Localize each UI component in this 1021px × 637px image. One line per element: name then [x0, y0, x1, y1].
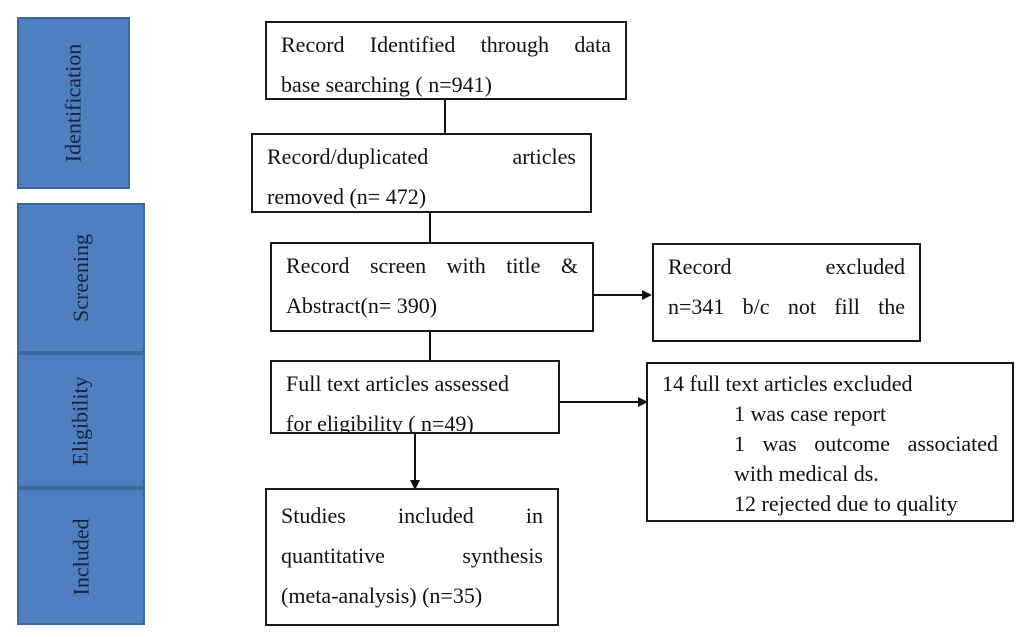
- word: Record/duplicated: [267, 144, 429, 169]
- box-studies-included-line3: (meta-analysis) (n=35): [281, 583, 483, 608]
- word: n=341: [668, 294, 725, 319]
- phase-identification: Identification: [17, 17, 130, 189]
- box-records-screened: Record screen with title & Abstract(n= 3…: [270, 242, 594, 332]
- word: quantitative: [281, 543, 385, 568]
- box-studies-included-line2: quantitative synthesis: [281, 536, 543, 576]
- word: b/c: [742, 294, 770, 319]
- word: synthesis: [462, 543, 543, 568]
- box-records-excluded-line1: Record excluded: [668, 247, 905, 287]
- word: was: [762, 431, 797, 456]
- word: through: [480, 32, 550, 57]
- box-full-text-assessed-line1: Full text articles assessed: [286, 371, 510, 396]
- word: included: [397, 503, 474, 528]
- word: Record: [668, 254, 732, 279]
- box-full-text-assessed-line2: for eligibility ( n=49): [286, 411, 474, 434]
- box-records-screened-line2: Abstract(n= 390): [286, 293, 438, 318]
- box-records-identified-line2: base searching ( n=941): [281, 72, 492, 97]
- phase-eligibility: Eligibility: [17, 353, 145, 488]
- box-duplicates-removed-line2: removed (n= 472): [267, 184, 427, 209]
- box-full-text-excluded-item3: 12 rejected due to quality: [734, 491, 958, 516]
- word: with: [446, 253, 486, 278]
- box-duplicates-removed-line1: Record/duplicated articles: [267, 137, 576, 177]
- box-records-identified: Record Identified through data base sear…: [265, 21, 627, 100]
- word: in: [525, 503, 543, 528]
- word: 1: [734, 431, 745, 456]
- box-full-text-excluded-item2b: with medical ds.: [734, 461, 879, 486]
- box-records-identified-line1: Record Identified through data: [281, 25, 611, 65]
- box-studies-included-line1: Studies included in: [281, 496, 543, 536]
- word: title: [506, 253, 541, 278]
- phase-included: Included: [17, 488, 145, 625]
- word: Record: [286, 253, 350, 278]
- box-full-text-excluded-title: 14 full text articles excluded: [662, 371, 913, 396]
- word: outcome: [814, 431, 891, 456]
- box-records-screened-line1: Record screen with title &: [286, 246, 578, 286]
- phase-screening: Screening: [17, 203, 145, 353]
- word: the: [878, 294, 905, 319]
- box-full-text-excluded-item1: 1 was case report: [734, 401, 887, 426]
- word: articles: [512, 144, 576, 169]
- word: associated: [907, 431, 998, 456]
- word: excluded: [825, 254, 905, 279]
- box-records-excluded-line2: n=341 b/c not fill the: [668, 287, 905, 327]
- box-full-text-assessed: Full text articles assessed for eligibil…: [270, 360, 560, 434]
- word: screen: [369, 253, 427, 278]
- box-full-text-excluded: 14 full text articles excluded 1 was cas…: [646, 362, 1014, 522]
- box-full-text-excluded-item2: 1 was outcome associated: [662, 429, 998, 459]
- word: &: [560, 253, 578, 278]
- box-studies-included: Studies included in quantitative synthes…: [265, 488, 559, 626]
- word: data: [574, 32, 611, 57]
- word: Studies: [281, 503, 346, 528]
- word: Identified: [369, 32, 456, 57]
- word: fill: [834, 294, 860, 319]
- box-duplicates-removed: Record/duplicated articles removed (n= 4…: [251, 133, 592, 213]
- box-records-excluded: Record excluded n=341 b/c not fill the: [652, 243, 921, 342]
- word: not: [787, 294, 816, 319]
- word: Record: [281, 32, 345, 57]
